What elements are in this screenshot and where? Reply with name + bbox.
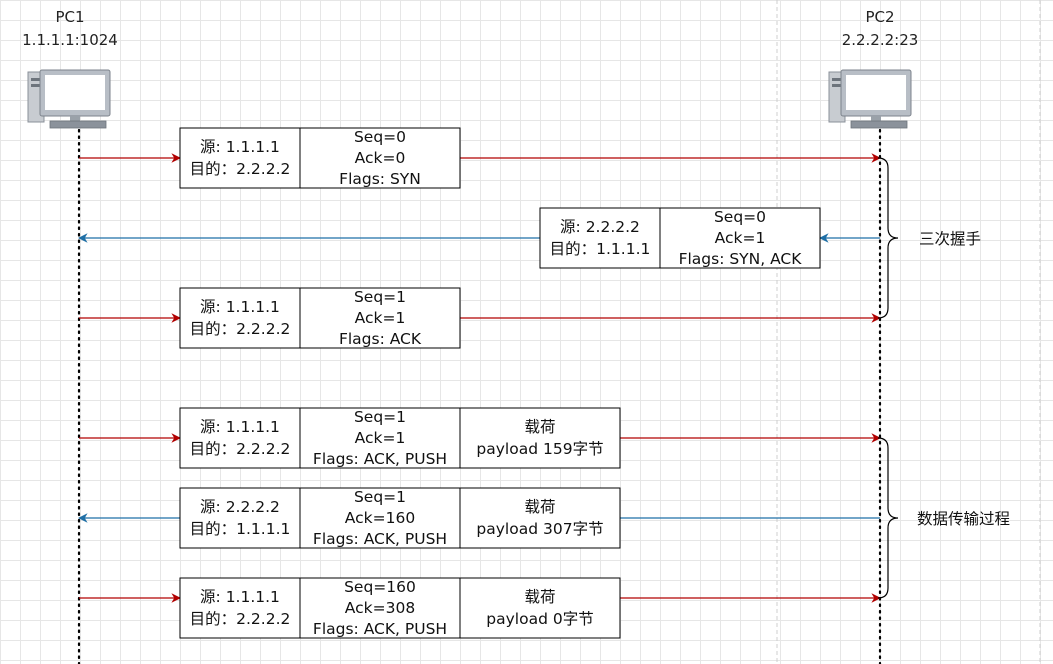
address-cell [539,207,661,269]
payload-title: 载荷 [524,498,555,516]
flags-value: Flags: SYN [339,170,421,188]
message-data-2: 源: 2.2.2.2 目的：1.1.1.1 Seq=1 Ack=160 Flag… [78,487,880,549]
destination-address: 目的：1.1.1.1 [190,520,291,538]
destination-address: 目的：2.2.2.2 [190,160,291,178]
destination-address: 目的：2.2.2.2 [190,440,291,458]
desktop-computer-icon [27,69,111,129]
data-transfer-label: 数据传输过程 [917,510,1010,528]
handshake-label: 三次握手 [919,230,981,248]
seq-value: Seq=1 [354,288,406,306]
payload-size: payload 307字节 [476,520,603,538]
destination-address: 目的：1.1.1.1 [550,240,651,258]
source-address: 源: 2.2.2.2 [560,218,640,236]
source-address: 源: 1.1.1.1 [200,588,280,606]
pc2-name: PC2 [865,8,894,26]
handshake-brace [877,157,899,319]
payload-cell [459,407,621,469]
pc1-name: PC1 [55,8,84,26]
header-cell [299,577,461,639]
payload-cell [459,487,621,549]
message-syn: 源: 1.1.1.1 目的：2.2.2.2 Seq=0 Ack=0 Flags:… [79,127,881,189]
seq-value: Seq=1 [354,488,406,506]
payload-title: 载荷 [524,588,555,606]
address-cell [179,287,301,349]
pc2-address: 2.2.2.2:23 [842,31,919,49]
seq-value: Seq=0 [354,128,406,146]
message-data-3: 源: 1.1.1.1 目的：2.2.2.2 Seq=160 Ack=308 Fl… [79,577,881,639]
ack-value: Ack=0 [355,149,406,167]
address-cell [179,577,301,639]
flags-value: Flags: ACK, PUSH [313,530,447,548]
destination-address: 目的：2.2.2.2 [190,610,291,628]
source-address: 源: 1.1.1.1 [200,138,280,156]
pc1-address: 1.1.1.1:1024 [22,31,118,49]
ack-value: Ack=308 [345,599,415,617]
source-address: 源: 2.2.2.2 [200,498,280,516]
payload-cell [459,577,621,639]
seq-value: Seq=1 [354,408,406,426]
ack-value: Ack=1 [715,229,766,247]
message-ack: 源: 1.1.1.1 目的：2.2.2.2 Seq=1 Ack=1 Flags:… [79,287,881,349]
flags-value: Flags: ACK, PUSH [313,620,447,638]
seq-value: Seq=160 [344,578,416,596]
seq-value: Seq=0 [714,208,766,226]
source-address: 源: 1.1.1.1 [200,418,280,436]
header-cell [299,407,461,469]
header-cell [659,207,821,269]
ack-value: Ack=1 [355,429,406,447]
address-cell [179,487,301,549]
payload-size: payload 0字节 [486,610,593,628]
flags-value: Flags: ACK [339,330,422,348]
address-cell [179,127,301,189]
header-cell [299,487,461,549]
flags-value: Flags: ACK, PUSH [313,450,447,468]
header-cell [299,127,461,189]
payload-title: 载荷 [524,418,555,436]
message-data-1: 源: 1.1.1.1 目的：2.2.2.2 Seq=1 Ack=1 Flags:… [79,407,881,469]
ack-value: Ack=1 [355,309,406,327]
ack-value: Ack=160 [345,509,415,527]
header-cell [299,287,461,349]
desktop-computer-icon [828,69,912,129]
destination-address: 目的：2.2.2.2 [190,320,291,338]
source-address: 源: 1.1.1.1 [200,298,280,316]
address-cell [179,407,301,469]
flags-value: Flags: SYN, ACK [679,250,803,268]
payload-size: payload 159字节 [476,440,603,458]
message-syn-ack: 源: 2.2.2.2 目的：1.1.1.1 Seq=0 Ack=1 Flags:… [78,207,880,269]
data-transfer-brace [877,437,899,599]
